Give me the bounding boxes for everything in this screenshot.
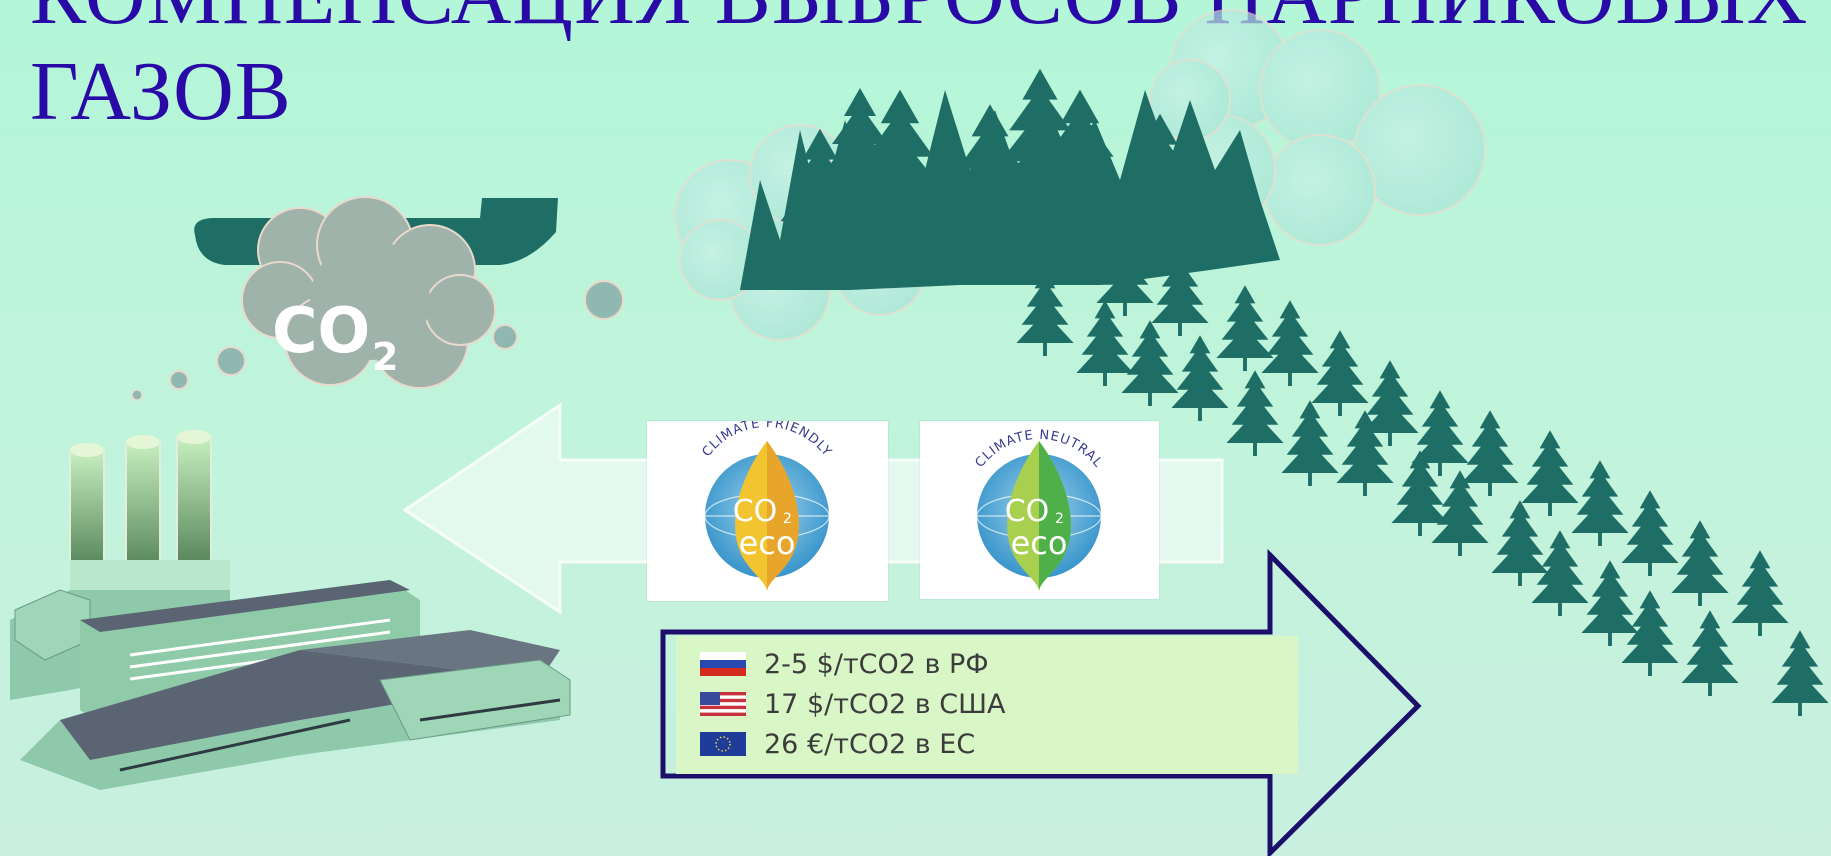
climate-neutral-logo: CLIMATE NEUTRAL CO 2 eco [920, 421, 1159, 599]
climate-friendly-emblem: CLIMATE FRIENDLY CO 2 eco [700, 421, 834, 591]
co2-cloud [131, 196, 624, 401]
climate-friendly-co2: CO [733, 494, 778, 529]
carbon-price-list: 2-5 $/тCO2 в РФ 17 $/тCO2 в США [676, 636, 1298, 774]
price-text-usa: 17 $/тCO2 в США [764, 688, 1006, 720]
slide-title-line-1: КОМПЕНСАЦИЯ ВЫБРОСОВ ПАРНИКОВЫХ [30, 0, 1831, 44]
climate-friendly-logo: CLIMATE FRIENDLY CO 2 eco [647, 421, 888, 601]
climate-neutral-emblem: CLIMATE NEUTRAL CO 2 eco [972, 428, 1105, 591]
price-text-eu: 26 €/тCO2 в ЕС [764, 728, 976, 760]
co2-cloud-label: CO [272, 294, 370, 367]
slide-title-line-2: ГАЗОВ [30, 45, 292, 138]
price-row-usa: 17 $/тCO2 в США [700, 686, 1006, 722]
eu-flag-icon [700, 732, 746, 756]
price-text-russia: 2-5 $/тCO2 в РФ [764, 648, 989, 680]
russia-flag-icon [700, 652, 746, 676]
slide-title: КОМПЕНСАЦИЯ ВЫБРОСОВ ПАРНИКОВЫХ ГАЗОВ [30, 0, 1831, 140]
climate-friendly-co2-sub: 2 [783, 511, 792, 527]
climate-neutral-co2: CO [1005, 494, 1050, 529]
climate-neutral-eco: eco [1011, 524, 1068, 562]
factory [10, 430, 571, 790]
climate-friendly-eco: eco [739, 524, 796, 562]
price-row-eu: 26 €/тCO2 в ЕС [700, 726, 975, 762]
forest [740, 68, 1280, 290]
usa-flag-icon [700, 692, 746, 716]
climate-neutral-co2-sub: 2 [1055, 511, 1064, 527]
co2-cloud-subscript: 2 [372, 335, 398, 379]
price-row-russia: 2-5 $/тCO2 в РФ [700, 646, 989, 682]
price-arrow-right [660, 548, 1422, 856]
